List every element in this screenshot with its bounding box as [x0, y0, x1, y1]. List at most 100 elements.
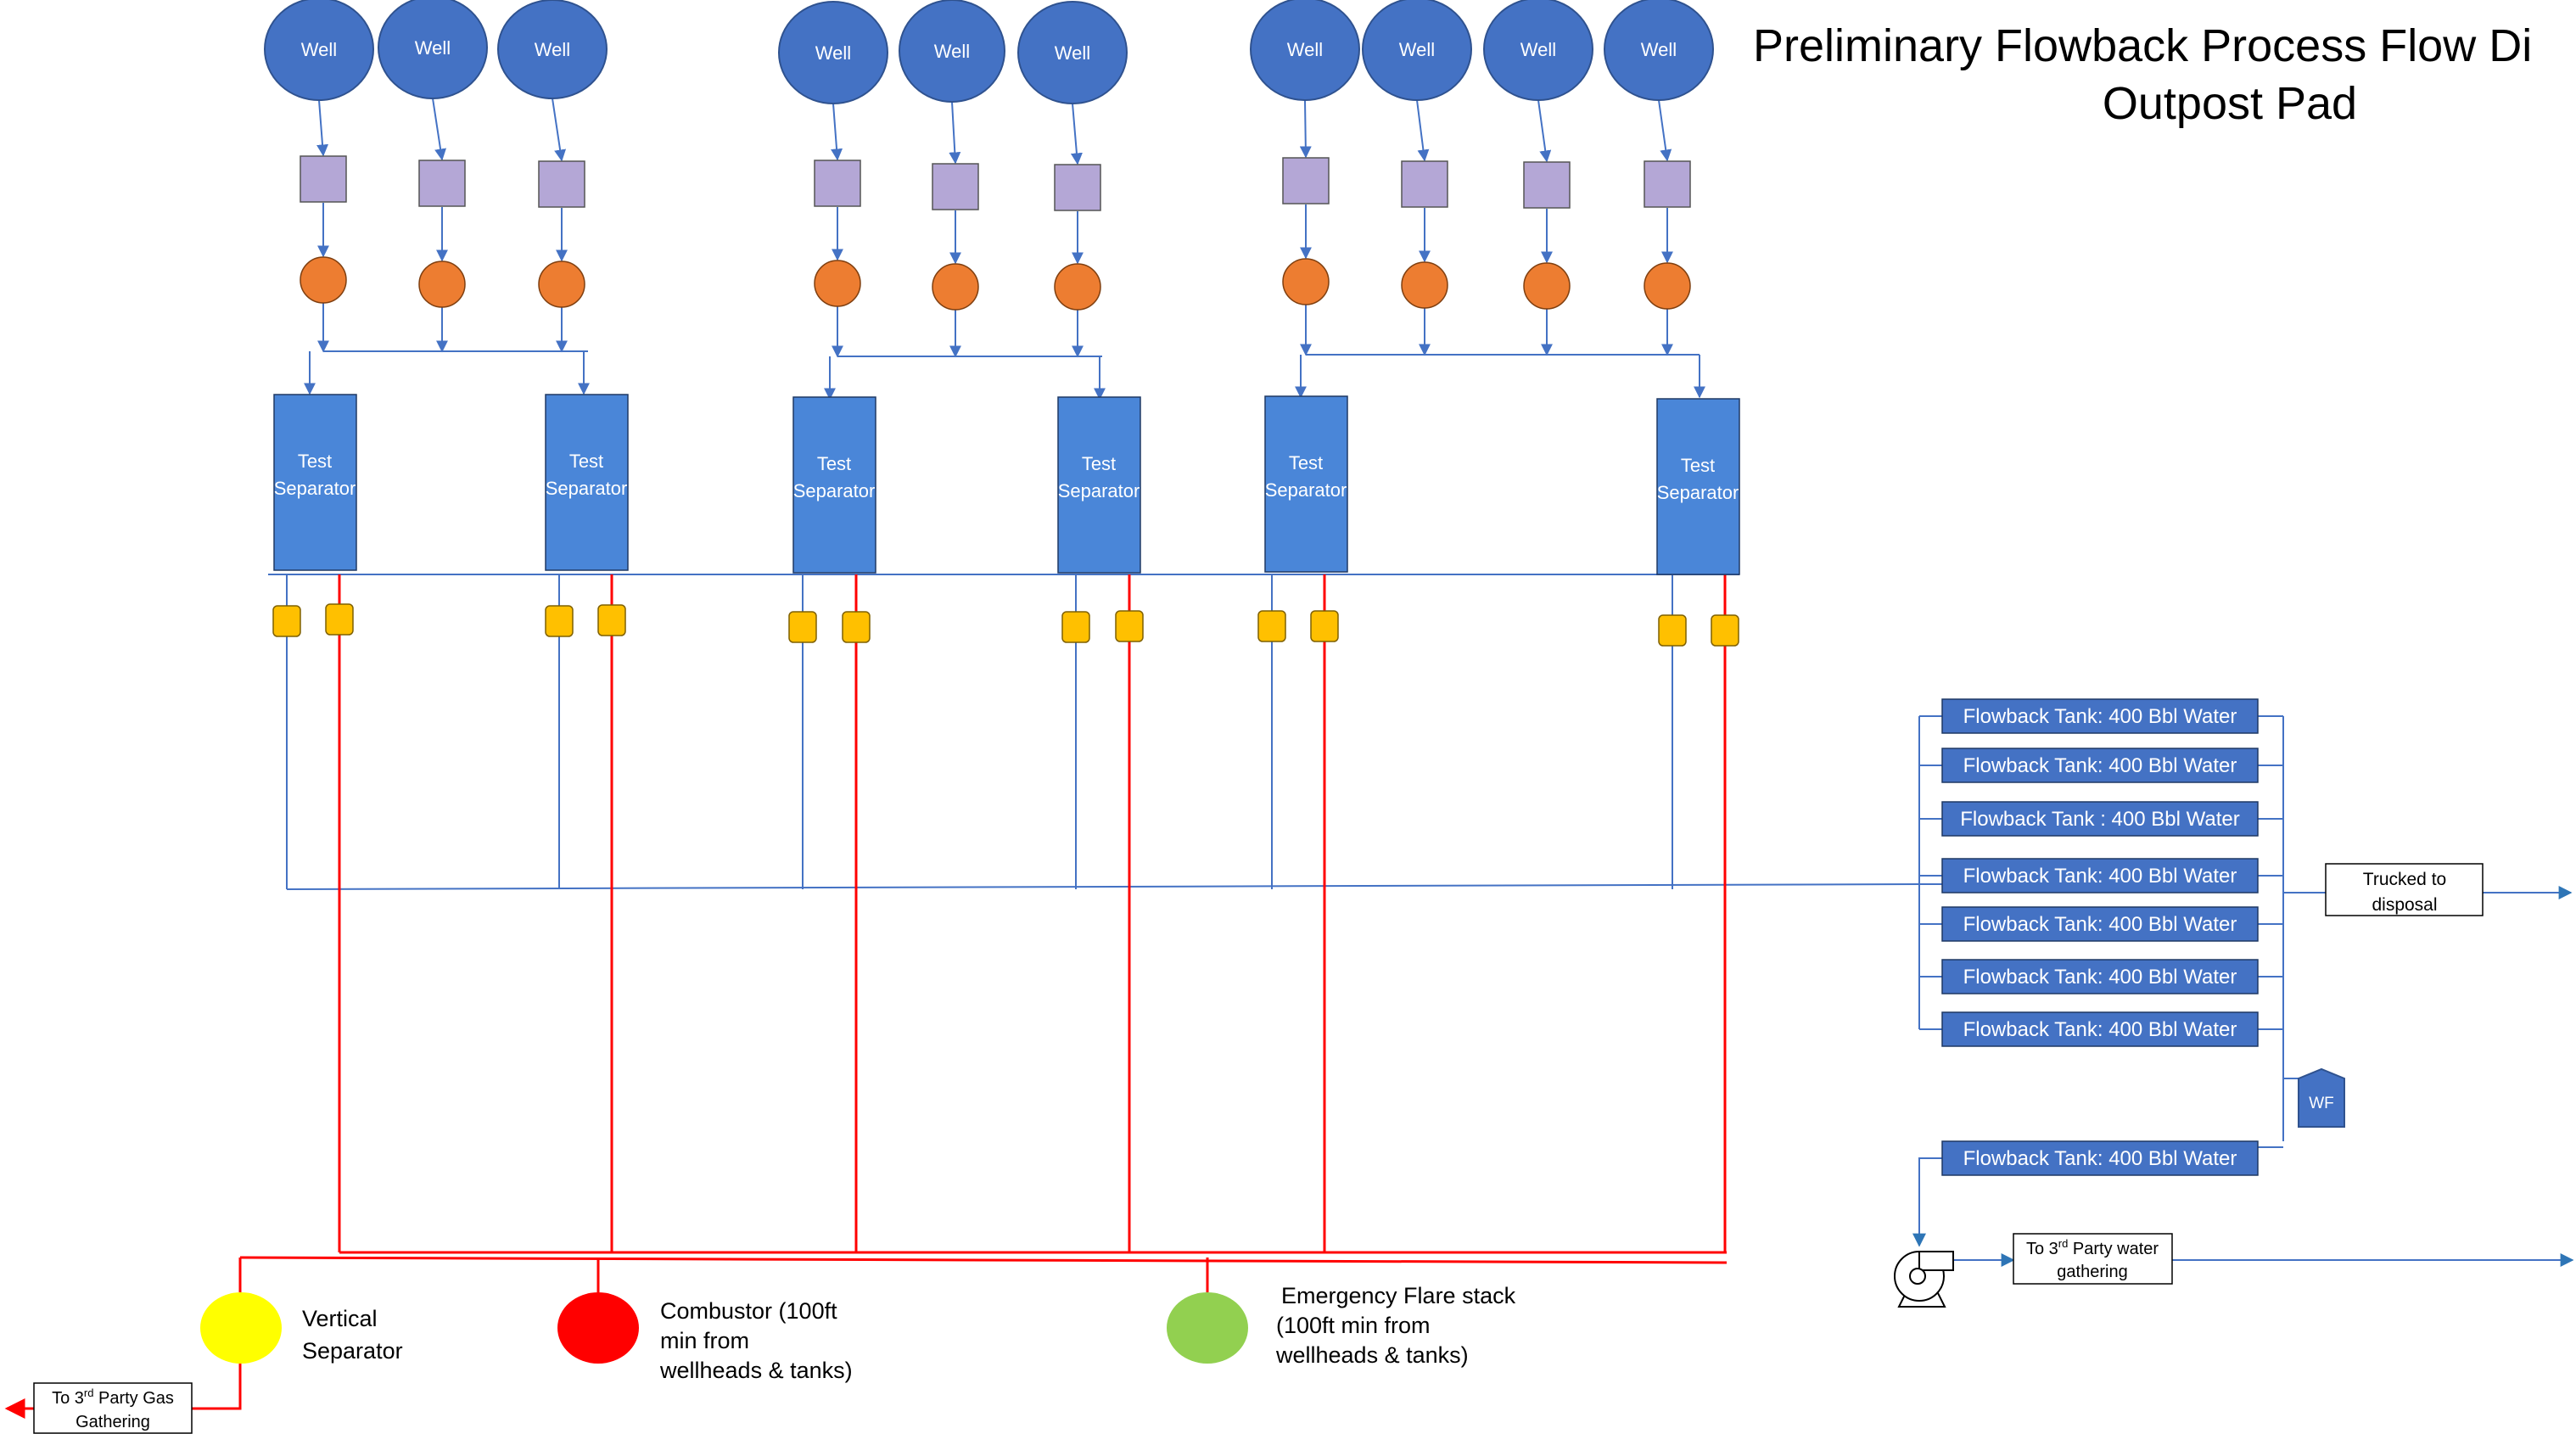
flowback-tank-body	[1941, 1140, 2259, 1176]
well: Well	[264, 0, 374, 101]
well-label: Well	[1520, 39, 1556, 60]
well: Well	[1362, 0, 1472, 101]
water-filter-vessel	[2298, 1067, 2345, 1128]
well-to-choke-line	[949, 101, 961, 165]
well-symbol	[1250, 0, 1360, 101]
test-separator-label-1: Test	[298, 451, 332, 472]
well-symbol	[264, 0, 374, 101]
flow-meter	[1711, 614, 1739, 647]
well-to-choke-line	[831, 103, 843, 161]
water-gathering-box: To 3rd Party water gathering	[2013, 1233, 2173, 1285]
well-symbol	[1017, 1, 1128, 104]
water-gathering-line1: To 3rd Party water	[2026, 1237, 2159, 1258]
flowback-tank: Flowback Tank : 400 Bbl Water	[1941, 801, 2259, 837]
well-label: Well	[1399, 39, 1435, 60]
flowback-tank-body	[1941, 1011, 2259, 1047]
well-label: Well	[301, 39, 337, 60]
choke-symbol	[418, 160, 466, 207]
test-separator-label-1: Test	[817, 453, 851, 474]
flowback-tank-label: Flowback Tank: 400 Bbl Water	[1963, 913, 2237, 936]
flowback-tank: Flowback Tank: 400 Bbl Water	[1941, 906, 2259, 942]
gas-header-line	[239, 1256, 1728, 1264]
well-label: Well	[1641, 39, 1677, 60]
flow-meter	[597, 604, 626, 636]
test-separator-vessel	[1057, 396, 1141, 574]
well-symbol	[378, 0, 488, 99]
flowback-tank-body	[1941, 906, 2259, 942]
flowback-tank: Flowback Tank: 400 Bbl Water	[1941, 1011, 2259, 1047]
well-label: Well	[415, 37, 451, 59]
water-filter: WF	[2298, 1067, 2345, 1128]
heater-symbol	[1523, 262, 1571, 310]
choke-symbol	[932, 163, 979, 210]
flowback-tank-label: Flowback Tank: 400 Bbl Water	[1963, 754, 2237, 777]
vertical-separator-label-2: Separator	[302, 1338, 403, 1364]
well-to-choke-line	[432, 98, 447, 161]
well-to-choke-line	[1299, 99, 1312, 159]
well-to-choke-line	[1070, 103, 1083, 165]
well: Well	[1017, 1, 1128, 104]
combustor-label-1: Combustor (100ft	[660, 1298, 837, 1324]
flowback-tank-body	[1941, 748, 2259, 783]
flowback-tank-body	[1941, 698, 2259, 734]
flowback-tank: Flowback Tank: 400 Bbl Water	[1941, 748, 2259, 783]
gas-gathering-box: To 3rd Party Gas Gathering	[33, 1382, 193, 1434]
gas-gathering-line2: Gathering	[76, 1413, 150, 1431]
flare-label-1: Emergency Flare stack	[1281, 1283, 1516, 1308]
flow-meter	[788, 611, 817, 643]
flowback-tank-label: Flowback Tank: 400 Bbl Water	[1963, 865, 2237, 888]
heater-symbol	[418, 260, 466, 308]
diagram-title-line1: Preliminary Flowback Process Flow Di	[1753, 20, 2532, 71]
choke-symbol	[1054, 164, 1101, 211]
heater-symbol	[1401, 261, 1448, 309]
vertical-separator-label-1: Vertical	[302, 1306, 378, 1331]
flowback-tank: Flowback Tank: 400 Bbl Water	[1941, 1140, 2259, 1176]
flowback-tank-label: Flowback Tank: 400 Bbl Water	[1963, 705, 2237, 728]
flowback-tank-label: Flowback Tank: 400 Bbl Water	[1963, 1018, 2237, 1041]
flowback-tank: Flowback Tank: 400 Bbl Water	[1941, 698, 2259, 734]
water-filter-label: WF	[2309, 1095, 2334, 1112]
flare-label-2: (100ft min from	[1276, 1313, 1431, 1338]
well-label: Well	[815, 42, 851, 64]
water-gathering-prefix: To 3	[2026, 1240, 2058, 1258]
well: Well	[778, 1, 888, 104]
combustor-label-2: min from	[660, 1328, 749, 1353]
test-separator-label-1: Test	[569, 451, 603, 472]
trucked-to-disposal-line2: disposal	[2372, 895, 2437, 915]
test-separator-label-2: Separator	[1657, 482, 1739, 503]
test-separator-label-2: Separator	[1058, 480, 1140, 501]
meters-group	[272, 603, 1739, 647]
water-header-line	[286, 883, 1920, 890]
flowback-tank-label: Flowback Tank: 400 Bbl Water	[1963, 966, 2237, 989]
test-separator-label-2: Separator	[274, 478, 356, 499]
well-to-choke-line	[1658, 99, 1672, 162]
choke-symbol	[300, 155, 347, 203]
flow-meter	[1310, 610, 1339, 642]
flare-label-3: wellheads & tanks)	[1275, 1342, 1469, 1368]
well-to-choke-line	[552, 98, 567, 162]
water-gathering-sup: rd	[2058, 1237, 2069, 1250]
emergency-flare-stack: Emergency Flare stack (100ft min from we…	[1167, 1283, 1516, 1368]
gas-gathering-suffix: Party Gas	[93, 1389, 173, 1408]
test-separator-vessel	[792, 396, 876, 574]
vertical-separator-outlet-line	[192, 1364, 242, 1410]
heater-symbol	[300, 256, 347, 304]
flow-meter	[842, 611, 871, 643]
well-label: Well	[535, 39, 570, 60]
test-separator-label-1: Test	[1082, 453, 1116, 474]
flowback-tank-label: Flowback Tank: 400 Bbl Water	[1963, 1147, 2237, 1170]
flowback-tank-body	[1941, 858, 2259, 893]
well-label: Well	[1287, 39, 1323, 60]
heater-symbol	[814, 260, 861, 307]
choke-symbol	[538, 160, 585, 208]
well-symbol	[1362, 0, 1472, 101]
test-separator-vessel	[1264, 395, 1348, 573]
flow-meter	[1115, 610, 1144, 642]
gas-gathering-line1: To 3rd Party Gas	[52, 1386, 174, 1408]
trucked-to-disposal-line1: Trucked to	[2363, 870, 2446, 889]
